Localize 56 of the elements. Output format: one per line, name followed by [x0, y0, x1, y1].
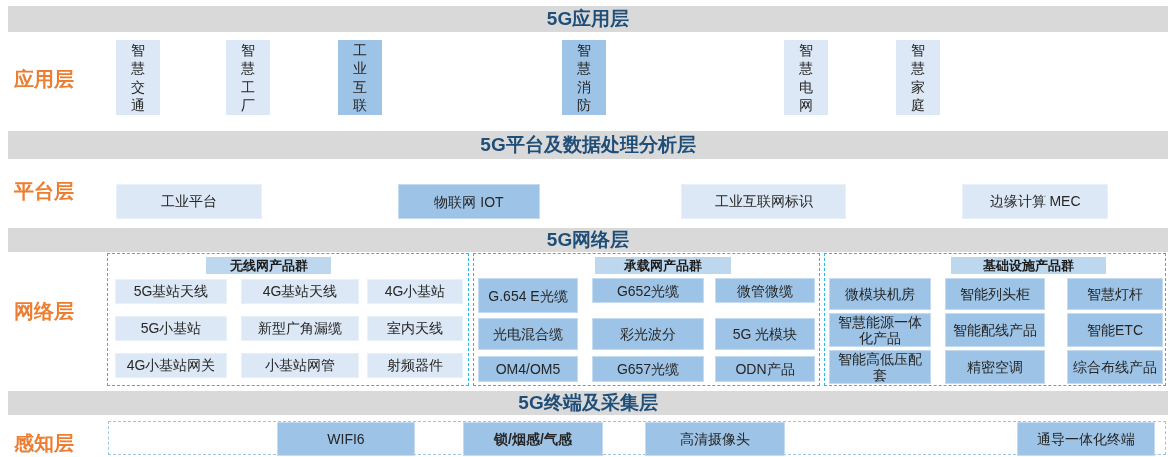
product-box: 5G基站天线: [115, 279, 227, 304]
group-heading: 承载网产品群: [595, 257, 731, 274]
layer-label: 应用层: [14, 67, 74, 92]
product-box: 5G小基站: [115, 316, 227, 341]
layer-band: 5G终端及采集层: [8, 391, 1168, 415]
product-box: G652光缆: [592, 278, 704, 303]
product-box: 边缘计算 MEC: [962, 184, 1108, 219]
layer-label: 感知层: [14, 431, 74, 456]
product-box: 智慧家庭: [896, 40, 940, 115]
product-box: 彩光波分: [592, 318, 704, 350]
product-box: 智能列头柜: [945, 278, 1045, 310]
product-box: 智慧电网: [784, 40, 828, 115]
product-box: 微模块机房: [829, 278, 931, 310]
terminal-row-frame: [108, 421, 1166, 455]
product-box: 4G小基站: [367, 279, 463, 304]
product-box: 物联网 IOT: [398, 184, 540, 219]
product-box: 智慧消防: [562, 40, 606, 115]
product-box: 智能配线产品: [945, 313, 1045, 347]
product-box: G.654 E光缆: [478, 278, 578, 313]
product-box: 新型广角漏缆: [241, 316, 359, 341]
product-box: 锁/烟感/气感: [463, 422, 603, 456]
product-box: 智慧能源一体化产品: [829, 313, 931, 347]
product-box: 通导一体化终端: [1017, 422, 1155, 456]
product-box: OM4/OM5: [478, 356, 578, 382]
layer-label: 网络层: [14, 299, 74, 324]
product-box: 智能高低压配套: [829, 350, 931, 384]
product-box: 5G 光模块: [715, 318, 815, 350]
product-box: 智慧工厂: [226, 40, 270, 115]
product-box: 智慧灯杆: [1067, 278, 1163, 310]
product-group-frame: [107, 253, 469, 386]
product-box: G657光缆: [592, 356, 704, 382]
layer-label: 平台层: [14, 179, 74, 204]
product-group-frame: [473, 253, 820, 386]
group-heading: 无线网产品群: [206, 257, 331, 274]
product-box: 高清摄像头: [645, 422, 785, 456]
layer-band: 5G网络层: [8, 228, 1168, 252]
layer-band: 5G应用层: [8, 6, 1168, 32]
group-heading: 基础设施产品群: [951, 257, 1106, 274]
product-box: 室内天线: [367, 316, 463, 341]
product-group-frame: [824, 253, 1166, 386]
product-box: 光电混合缆: [478, 318, 578, 350]
product-box: 工业平台: [116, 184, 262, 219]
product-box: 小基站网管: [241, 353, 359, 378]
product-box: 智能ETC: [1067, 313, 1163, 347]
product-box: 4G基站天线: [241, 279, 359, 304]
product-box: 工业互联: [338, 40, 382, 115]
product-box: 4G小基站网关: [115, 353, 227, 378]
product-box: 射频器件: [367, 353, 463, 378]
product-box: 工业互联网标识: [681, 184, 846, 219]
layer-band: 5G平台及数据处理分析层: [8, 131, 1168, 159]
product-box: 精密空调: [945, 350, 1045, 384]
product-box: 智慧交通: [116, 40, 160, 115]
product-box: WIFI6: [277, 422, 415, 456]
product-box: 微管微缆: [715, 278, 815, 303]
product-box: ODN产品: [715, 356, 815, 382]
product-box: 综合布线产品: [1067, 350, 1163, 384]
